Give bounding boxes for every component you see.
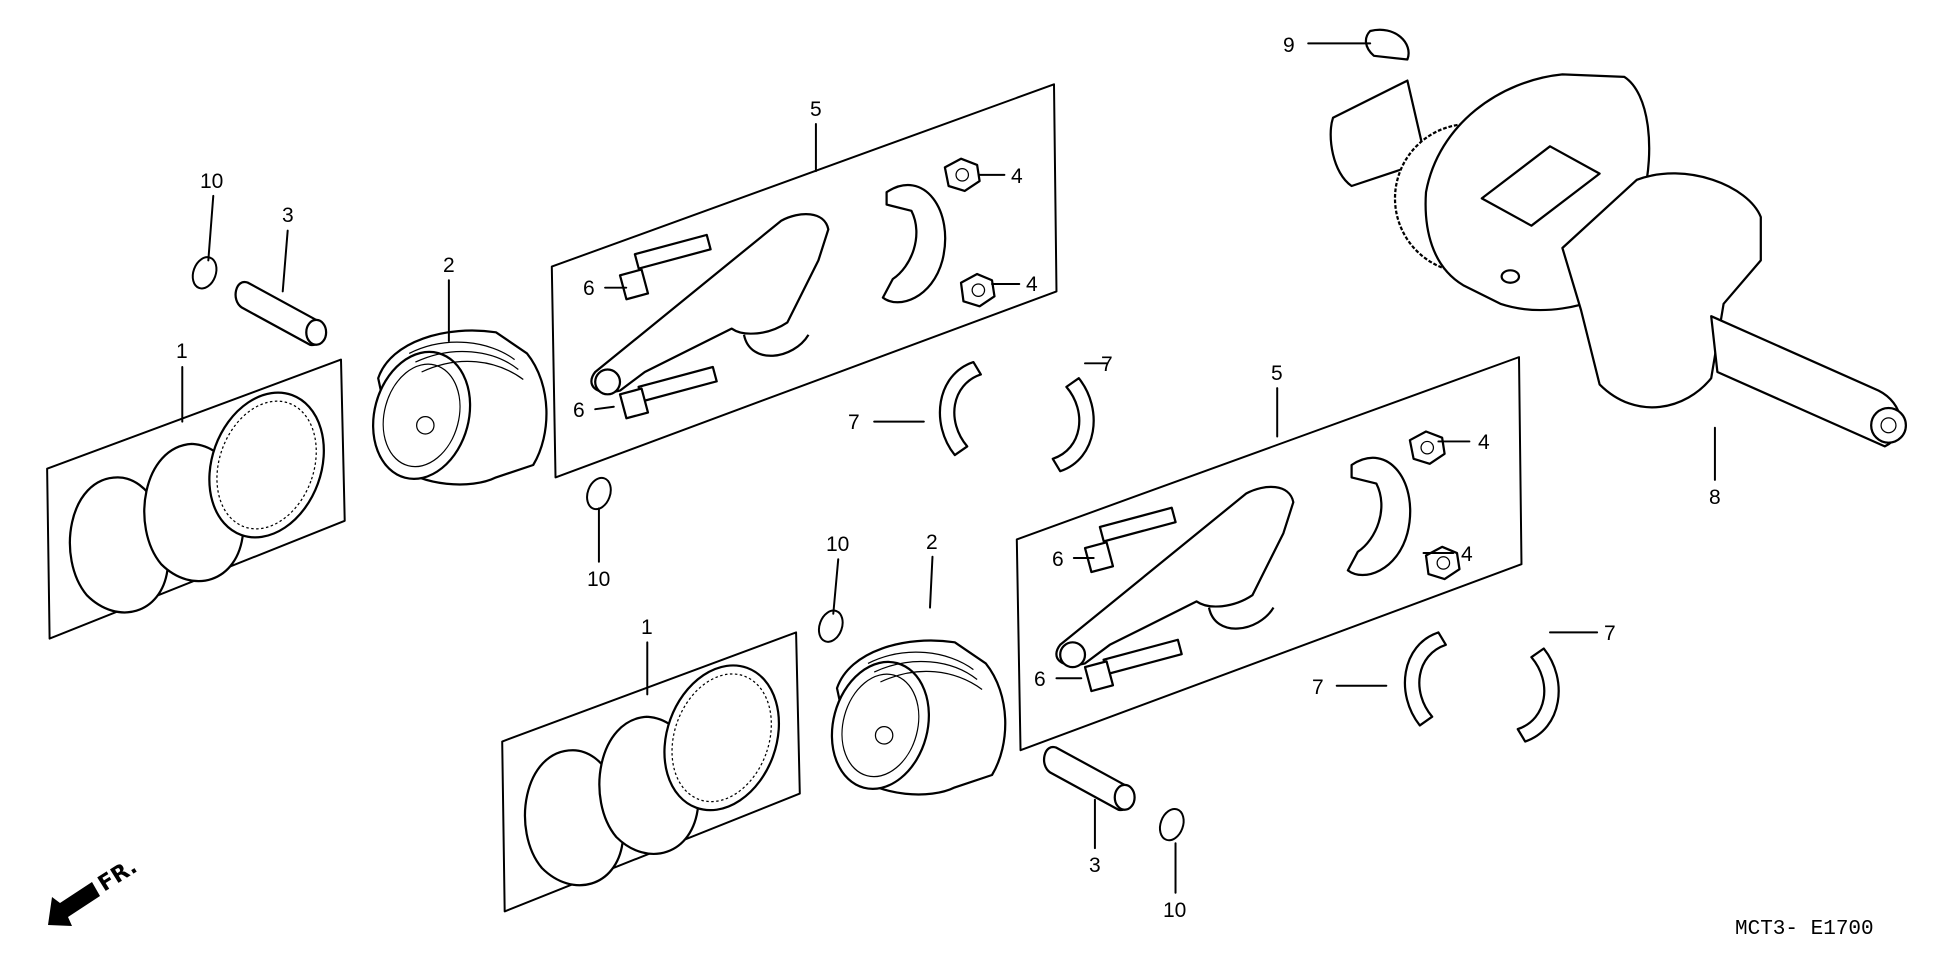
- callout-1: 1: [641, 616, 653, 639]
- callout-4: 4: [1011, 165, 1023, 188]
- front-direction-marker: FR.: [48, 854, 142, 926]
- callout-7: 7: [848, 411, 860, 434]
- callout-5: 5: [1271, 362, 1283, 385]
- fr-label: FR.: [94, 854, 142, 897]
- callout-10: 10: [587, 568, 610, 591]
- front-arrow-icon: [48, 882, 100, 926]
- bearing: [938, 360, 982, 457]
- piston: [358, 329, 548, 491]
- connecting-rod-assembly: [550, 83, 1058, 479]
- callout-10: 10: [826, 533, 849, 556]
- diagram-code: MCT3- E1700: [1735, 918, 1874, 941]
- callout-10: 10: [1163, 899, 1186, 922]
- callout-labels: 9 10 3 2 1 5 4 4 6 6 7 7 10 5 4 4 6 6 7 …: [176, 34, 1721, 922]
- leader-lines: [181, 42, 1716, 894]
- bearing: [1516, 647, 1560, 743]
- piston-ring-set: [501, 631, 801, 913]
- callout-6: 6: [1052, 548, 1064, 571]
- callout-3: 3: [1089, 854, 1101, 877]
- pin-clip: [187, 252, 222, 293]
- piston-pin: [234, 280, 328, 347]
- piston-pin: [1042, 745, 1136, 812]
- callout-8: 8: [1709, 486, 1721, 509]
- bearing: [1403, 631, 1447, 727]
- pin-clip: [1154, 804, 1189, 845]
- callout-5: 5: [810, 98, 822, 121]
- callout-1: 1: [176, 340, 188, 363]
- callout-2: 2: [443, 254, 455, 277]
- piston: [817, 639, 1007, 801]
- callout-7: 7: [1101, 353, 1113, 376]
- callout-6: 6: [583, 277, 595, 300]
- callout-6: 6: [573, 399, 585, 422]
- woodruff-key: [1364, 28, 1410, 61]
- callout-7: 7: [1604, 622, 1616, 645]
- callout-9: 9: [1283, 34, 1295, 57]
- piston-ring-set: [46, 358, 346, 640]
- callout-7: 7: [1312, 676, 1324, 699]
- pin-clip: [581, 473, 616, 514]
- pin-clip: [813, 606, 848, 647]
- callout-2: 2: [926, 531, 938, 554]
- callout-10: 10: [200, 170, 223, 193]
- crankshaft: [1329, 73, 1907, 448]
- callout-4: 4: [1461, 543, 1473, 566]
- callout-4: 4: [1478, 431, 1490, 454]
- callout-6: 6: [1034, 668, 1046, 691]
- callout-3: 3: [282, 204, 294, 227]
- bearing: [1051, 377, 1095, 473]
- callout-4: 4: [1026, 273, 1038, 296]
